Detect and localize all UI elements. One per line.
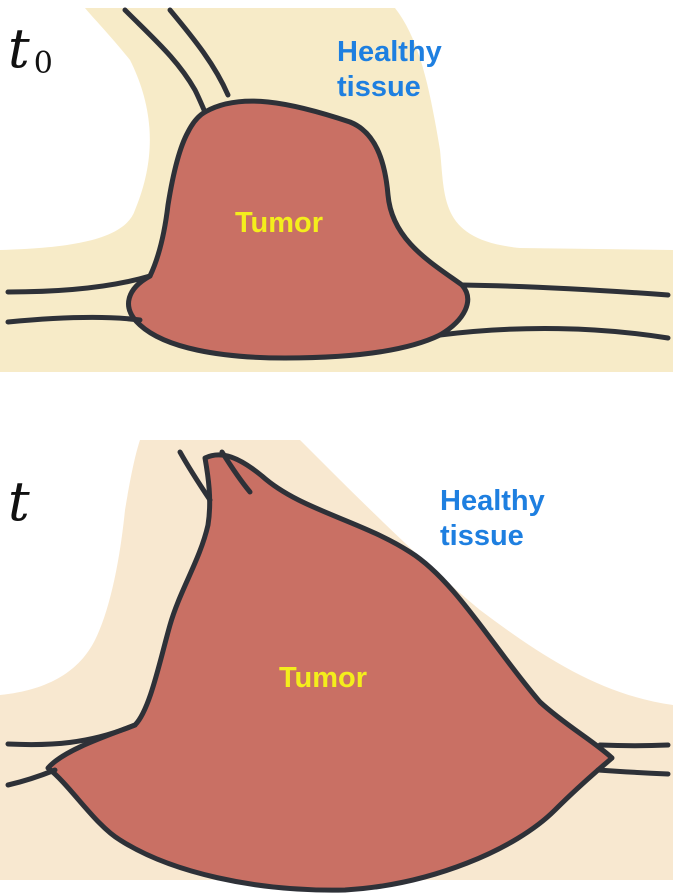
t-vessel-right-upper <box>600 745 668 746</box>
t-time-symbol: t <box>8 470 30 533</box>
t0-healthy-tissue-label: Healthy tissue <box>337 35 442 105</box>
t0-tumor-label: Tumor <box>235 206 323 240</box>
t-tumor-label: Tumor <box>279 661 367 695</box>
t-time-label: t <box>8 475 30 529</box>
t0-time-subscript: 0 <box>34 46 53 81</box>
panel-t: t Healthy tissue Tumor <box>0 440 673 896</box>
t-healthy-tissue-label: Healthy tissue <box>440 484 545 554</box>
t0-time-symbol: t <box>8 17 30 80</box>
